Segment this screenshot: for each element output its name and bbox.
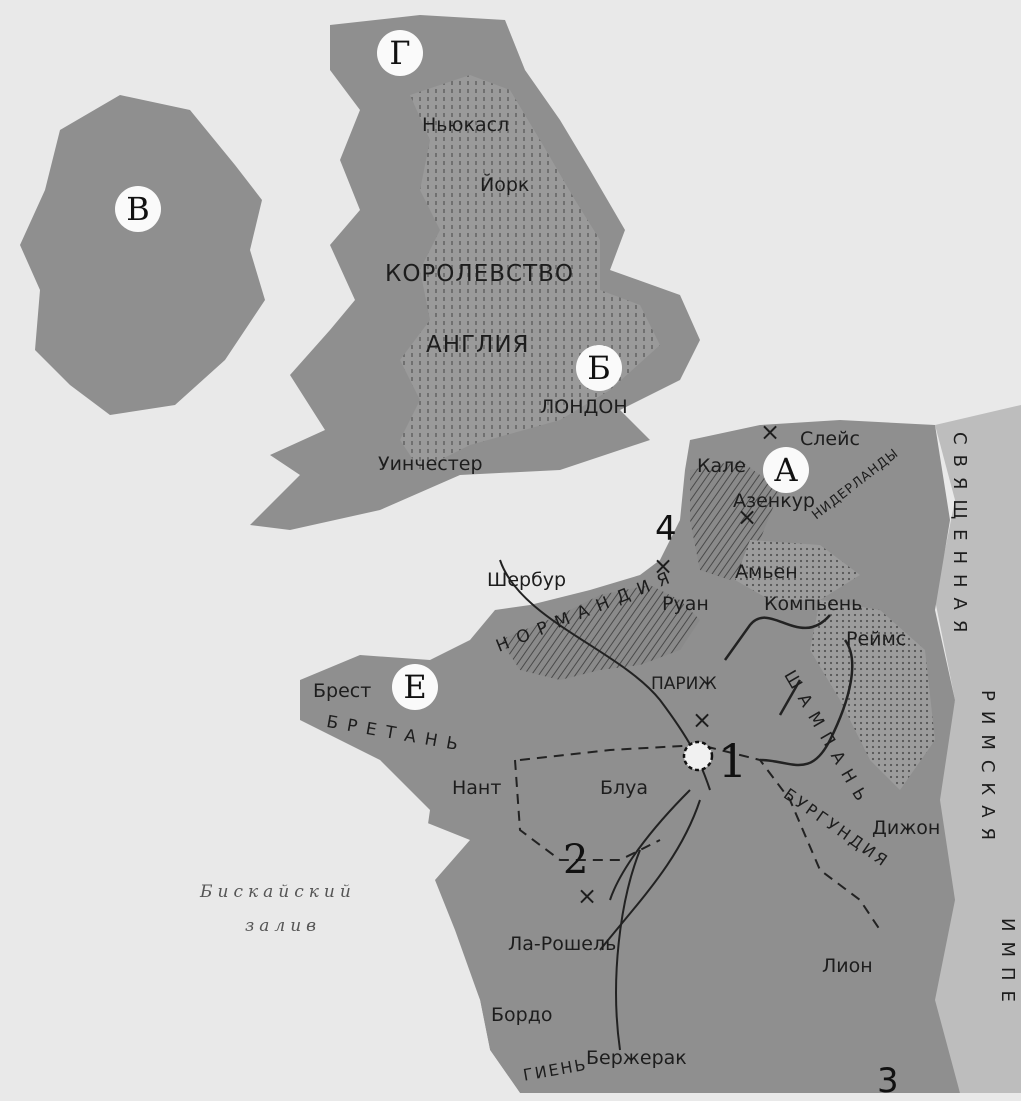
empire-territory [930, 405, 1021, 1093]
region-holy-roman-line3: ИМПЕ [997, 918, 1018, 1012]
city-london: ЛОНДОН [540, 396, 628, 418]
city-brest: Брест [313, 680, 372, 702]
marker-number-4: 4 [655, 509, 677, 549]
sea-biscay-line2: залив [245, 916, 322, 936]
city-winchester: Уинчестер [378, 453, 483, 475]
city-rouen: Руан [662, 593, 709, 615]
city-paris: ПАРИЖ [651, 674, 717, 694]
city-azincourt: Азенкур [733, 490, 815, 512]
city-lyon: Лион [822, 955, 873, 977]
city-bordeaux: Бордо [491, 1004, 553, 1026]
city-reims: Реймс [846, 628, 907, 650]
battle-marker-orleans: × [692, 706, 713, 734]
region-england-line2: АНГЛИЯ [426, 332, 530, 358]
marker-letter-v: В [115, 186, 161, 232]
battle-marker-cherbourg: × [653, 552, 674, 580]
city-la-rochelle: Ла-Рошель [508, 933, 617, 955]
city-cherbourg: Шербур [487, 569, 567, 591]
region-holy-roman-line1: СВЯЩЕННАЯ [949, 432, 970, 643]
battle-marker-poitiers: × [577, 882, 598, 910]
city-dijon: Дижон [872, 817, 941, 839]
marker-letter-e: Е [392, 664, 438, 710]
burgundy-dotted [810, 600, 935, 790]
north-dotted [735, 540, 860, 600]
city-newcastle: Ньюкасл [422, 114, 510, 136]
battle-marker-sluys: × [760, 418, 781, 446]
city-nantes: Нант [452, 777, 502, 799]
city-york: Йорк [480, 174, 530, 196]
region-holy-roman-line2: РИМСКАЯ [977, 690, 998, 851]
marker-number-2: 2 [563, 837, 589, 883]
region-england-line1: КОРОЛЕВСТВО [385, 261, 575, 287]
marker-letter-g: Г [377, 30, 423, 76]
city-calais: Кале [697, 455, 746, 477]
marker-number-1: 1 [718, 734, 748, 788]
biscay-water [0, 740, 520, 1093]
city-compiegne: Компьень [764, 593, 863, 615]
marker-letter-b: Б [576, 345, 622, 391]
picardy-hatched [690, 460, 780, 580]
city-sluys: Слейс [800, 428, 860, 450]
city-amiens: Амьен [735, 561, 798, 583]
ireland [20, 95, 265, 415]
marker-number-3: 3 [877, 1061, 899, 1101]
marker-letter-a: А [763, 447, 809, 493]
battle-marker-azincourt: × [737, 503, 758, 531]
normandy-hatched [500, 585, 700, 680]
city-blois: Блуа [600, 777, 649, 799]
sea-biscay-line1: Бискайский [200, 882, 356, 902]
city-bergerac: Бержерак [586, 1047, 687, 1069]
